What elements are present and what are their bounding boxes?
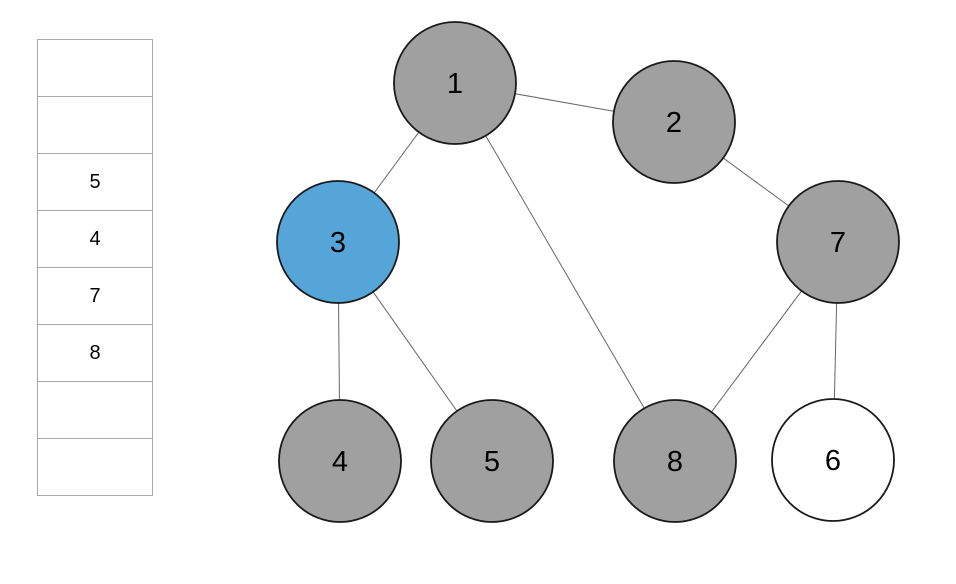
graph-node-5[interactable]: 5 <box>430 399 554 523</box>
graph-node-2[interactable]: 2 <box>612 60 736 184</box>
graph-node-circle-5[interactable] <box>430 399 554 523</box>
queue-cell-6 <box>37 381 153 439</box>
graph-node-circle-7[interactable] <box>776 180 900 304</box>
graph-node-label-4: 4 <box>332 446 348 478</box>
queue-cell-0 <box>37 39 153 97</box>
graph-node-circle-8[interactable] <box>613 399 737 523</box>
graph-node-label-2: 2 <box>666 107 682 139</box>
graph-node-circle-1[interactable] <box>393 21 517 145</box>
queue-cell-7 <box>37 438 153 496</box>
graph-node-circle-4[interactable] <box>278 399 402 523</box>
graph-node-1[interactable]: 1 <box>393 21 517 145</box>
graph-node-label-7: 7 <box>830 227 846 259</box>
graph-node-7[interactable]: 7 <box>776 180 900 304</box>
graph-node-label-8: 8 <box>667 446 683 478</box>
graph-node-circle-2[interactable] <box>612 60 736 184</box>
graph-edge-1-8 <box>454 82 676 462</box>
queue-cell-1 <box>37 96 153 154</box>
graph-node-label-6: 6 <box>825 445 841 477</box>
graph-node-4[interactable]: 4 <box>278 399 402 523</box>
graph-node-3[interactable]: 3 <box>276 180 400 304</box>
graph-node-8[interactable]: 8 <box>613 399 737 523</box>
queue-cell-5: 8 <box>37 324 153 382</box>
graph-node-label-5: 5 <box>484 446 500 478</box>
graph-node-circle-6[interactable] <box>771 398 895 522</box>
graph-node-label-3: 3 <box>330 227 346 259</box>
graph-node-label-1: 1 <box>447 68 463 100</box>
graph-node-circle-3[interactable] <box>276 180 400 304</box>
graph-node-6[interactable]: 6 <box>771 398 895 522</box>
queue-cell-3: 4 <box>37 210 153 268</box>
